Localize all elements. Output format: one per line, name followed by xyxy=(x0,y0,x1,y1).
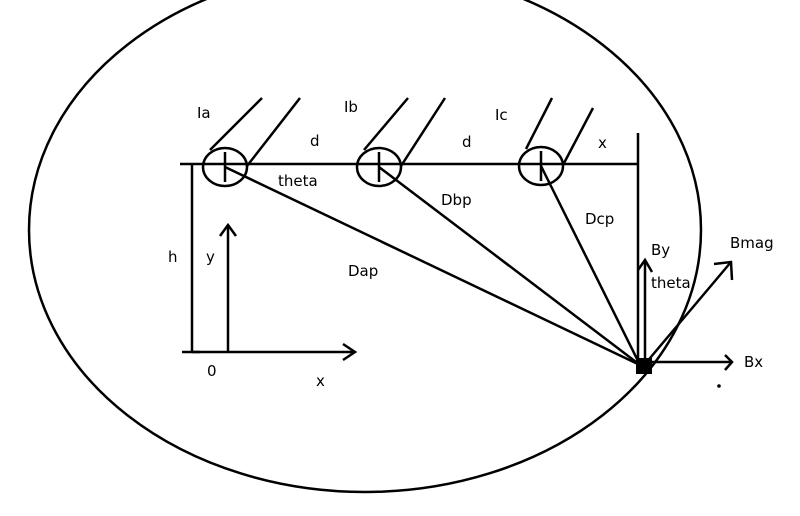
conductor-a xyxy=(201,97,301,188)
label-by: By xyxy=(651,241,670,259)
label-ia: Ia xyxy=(197,104,211,122)
label-x-offset: x xyxy=(598,134,607,152)
dcp-line xyxy=(539,165,642,366)
label-origin: 0 xyxy=(207,362,217,380)
label-dbp: Dbp xyxy=(441,191,472,209)
label-h: h xyxy=(168,248,178,266)
label-ic: Ic xyxy=(495,106,508,124)
conductor-b xyxy=(355,97,447,188)
label-dcp: Dcp xyxy=(585,210,614,228)
label-d1: d xyxy=(310,132,320,150)
boundary-ellipse xyxy=(27,0,703,494)
dbp-line xyxy=(378,166,641,366)
label-bx: Bx xyxy=(744,353,763,371)
label-d2: d xyxy=(462,133,472,151)
dap-line xyxy=(224,165,641,367)
label-x-axis: x xyxy=(316,372,325,390)
label-dap: Dap xyxy=(348,262,378,280)
label-ib: Ib xyxy=(344,98,358,116)
label-y-axis: y xyxy=(206,248,215,266)
label-theta-top: theta xyxy=(278,172,318,190)
label-bmag: Bmag xyxy=(730,234,774,252)
conductor-c xyxy=(517,97,595,187)
label-theta-vector: theta xyxy=(651,274,691,292)
bmag-vector xyxy=(644,261,732,365)
